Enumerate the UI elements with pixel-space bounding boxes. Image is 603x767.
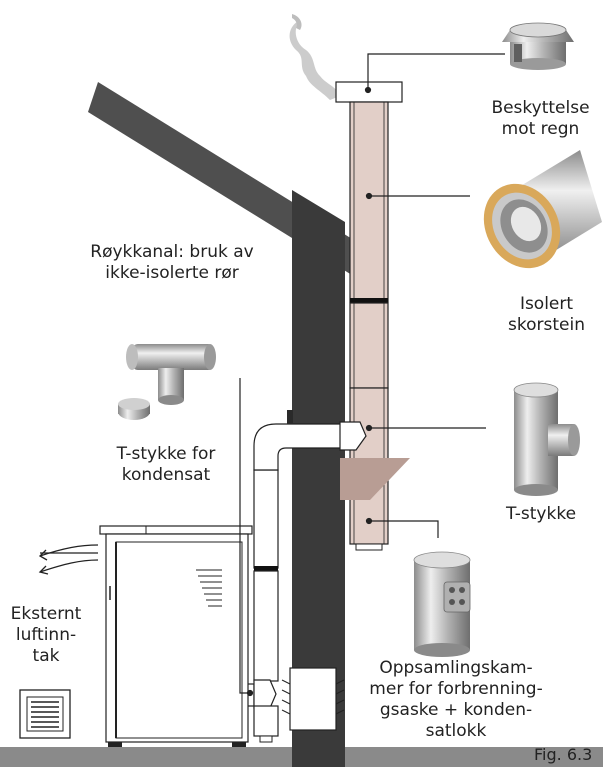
- condensate-tee-icon: [118, 344, 216, 420]
- air-intake-grille-icon: [19, 689, 71, 739]
- label-condensate-tee-line-2: kondensat: [121, 465, 211, 485]
- label-flue-pipe: Røykkanal: bruk av ikke-isolerte rør: [72, 242, 272, 284]
- label-collection-chamber-line-1: Oppsamlingskam-: [379, 658, 533, 678]
- label-external-air-intake-line-1: Eksternt: [10, 604, 82, 624]
- rain-cap-icon: [502, 22, 574, 70]
- label-external-air-intake-line-2: luftinn-: [15, 625, 77, 645]
- tee-fitting-icon: [513, 382, 580, 496]
- label-collection-chamber-line-4: satlokk: [425, 721, 487, 741]
- label-flue-pipe-line-1: Røykkanal: bruk av: [90, 242, 254, 262]
- chimney-wall: [292, 190, 345, 767]
- label-rain-cap-line-1: Beskyttelse: [491, 98, 590, 118]
- label-insulated-chimney-line-2: skorstein: [508, 315, 585, 335]
- label-collection-chamber: Oppsamlingskam- mer for forbrenning- gsa…: [356, 658, 556, 742]
- flue-pipe: [253, 410, 367, 682]
- label-rain-cap-line-2: mot regn: [501, 119, 580, 139]
- pellet-stove-icon: [99, 525, 253, 747]
- insulated-pipe-icon: [483, 150, 602, 269]
- label-condensate-tee: T-stykke for kondensat: [96, 444, 236, 486]
- label-flue-pipe-line-2: ikke-isolerte rør: [105, 263, 239, 283]
- label-external-air-intake: Eksternt luftinn- tak: [0, 604, 92, 667]
- wall-sleeve: [281, 667, 345, 731]
- figure-number: Fig. 6.3: [534, 745, 593, 764]
- label-insulated-chimney-line-1: Isolert: [519, 294, 574, 314]
- label-condensate-tee-line-1: T-stykke for: [116, 444, 216, 464]
- label-insulated-chimney: Isolert skorstein: [490, 294, 603, 336]
- support-cone: [340, 458, 410, 500]
- label-tee: T-stykke: [486, 504, 596, 525]
- smoke-icon: [289, 14, 340, 100]
- label-collection-chamber-line-3: gsaske + konden-: [379, 700, 533, 720]
- label-rain-cap: Beskyttelse mot regn: [478, 98, 603, 140]
- label-tee-line-1: T-stykke: [505, 504, 577, 524]
- leader-lines: [239, 53, 505, 697]
- air-flow-arrows: [38, 544, 99, 575]
- label-collection-chamber-line-2: mer for forbrenning-: [369, 679, 543, 699]
- collection-chamber-icon: [413, 551, 471, 657]
- label-external-air-intake-line-3: tak: [32, 646, 60, 666]
